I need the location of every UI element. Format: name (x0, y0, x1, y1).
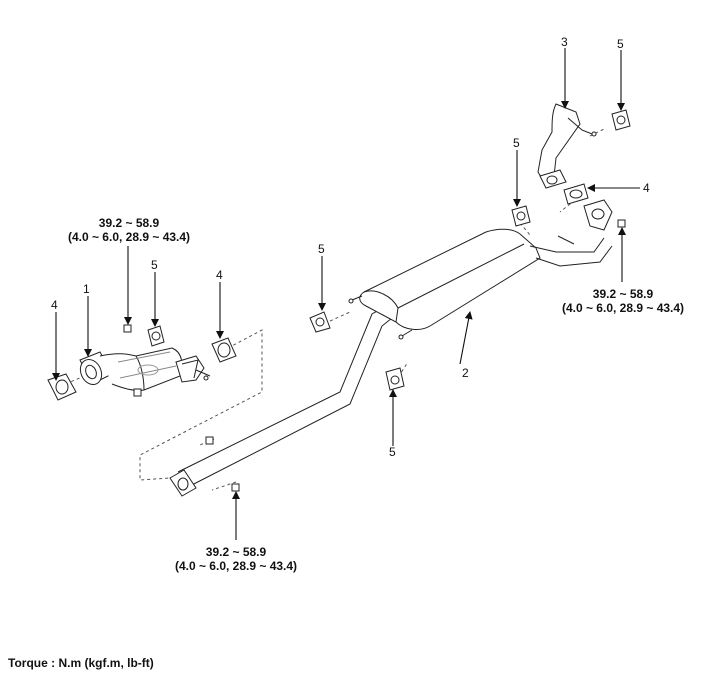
torque-spec-right-line2: (4.0 ~ 6.0, 28.9 ~ 43.4) (561, 301, 685, 315)
nut-center (205, 436, 214, 445)
part-label-4-mid: 4 (216, 268, 223, 282)
nut-right (617, 219, 626, 228)
part-label-4-right: 4 (643, 181, 650, 195)
torque-spec-bottom: 39.2 ~ 58.9 (4.0 ~ 6.0, 28.9 ~ 43.4) (171, 545, 301, 573)
torque-spec-right: 39.2 ~ 58.9 (4.0 ~ 6.0, 28.9 ~ 43.4) (558, 287, 688, 315)
torque-spec-right-line1: 39.2 ~ 58.9 (592, 287, 654, 301)
torque-spec-bottom-line1: 39.2 ~ 58.9 (205, 545, 267, 559)
rubber-hanger-right-top (611, 109, 631, 131)
dashed-guide-lines (59, 127, 607, 491)
rubber-hanger-center-left (309, 311, 331, 333)
rear-tail-pipe (537, 103, 597, 189)
part-label-5-right-mid: 5 (513, 136, 520, 150)
torque-spec-left-line2: (4.0 ~ 6.0, 28.9 ~ 43.4) (67, 230, 191, 244)
part-label-5-bottom: 5 (389, 445, 396, 459)
torque-spec-bottom-line2: (4.0 ~ 6.0, 28.9 ~ 43.4) (174, 559, 298, 573)
torque-spec-left: 39.2 ~ 58.9 (4.0 ~ 6.0, 28.9 ~ 43.4) (64, 216, 194, 244)
torque-unit-note: Torque : N.m (kgf.m, lb-ft) (8, 656, 154, 670)
part-label-1: 1 (83, 282, 90, 296)
rear-flange-pipe (583, 199, 613, 231)
nut-left-top (123, 324, 132, 333)
torque-spec-left-line1: 39.2 ~ 58.9 (98, 216, 160, 230)
front-pipe-catalytic-converter (79, 347, 211, 391)
tail-pipe-link (529, 235, 613, 267)
rubber-hanger-center-bottom (385, 367, 405, 391)
gasket-mid (211, 337, 237, 363)
rubber-hanger-right-mid (511, 205, 531, 227)
leader-lines (52, 48, 640, 540)
main-muffler (348, 228, 541, 340)
part-label-5-left: 5 (151, 258, 158, 272)
part-label-5-center: 5 (318, 242, 325, 256)
nut-left-bottom (133, 388, 142, 397)
part-label-3: 3 (561, 35, 568, 49)
center-pipe-flange (169, 469, 197, 497)
gasket-left (47, 373, 77, 401)
center-pipe (177, 305, 393, 489)
part-label-4-left: 4 (51, 298, 58, 312)
gasket-right (563, 183, 589, 205)
rubber-hanger-left (147, 325, 165, 347)
nut-bottom (231, 483, 240, 492)
part-label-5-right-top: 5 (617, 37, 624, 51)
part-label-2: 2 (462, 366, 469, 380)
